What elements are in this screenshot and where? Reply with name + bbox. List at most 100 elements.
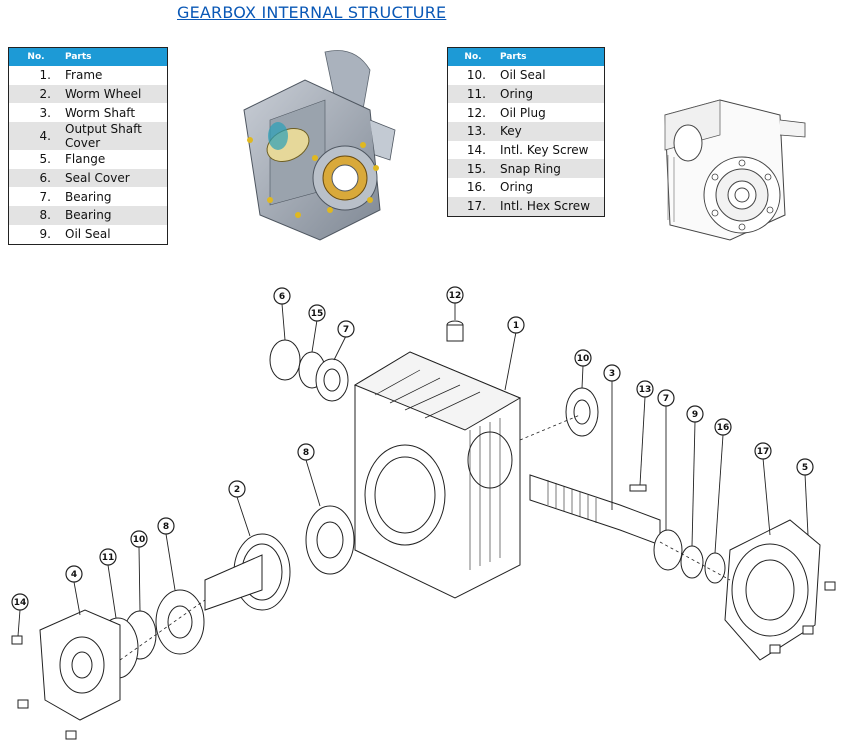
row-no: 12. <box>466 105 486 120</box>
oil-seal-9 <box>680 545 704 579</box>
table-row: 13.Key <box>447 122 605 141</box>
leader-14 <box>17 609 21 637</box>
svg-text:2: 2 <box>234 485 240 495</box>
row-part: Intl. Hex Screw <box>498 196 605 216</box>
callout-6: 6 <box>273 287 291 305</box>
svg-text:11: 11 <box>102 553 115 563</box>
header-no: No. <box>447 47 498 66</box>
row-no: 8. <box>8 206 63 225</box>
seal-cover-6 <box>269 339 301 381</box>
callout-14: 14 <box>11 593 29 611</box>
table-row: 9.Oil Seal <box>9 225 168 244</box>
table-row: 15.Snap Ring <box>447 159 605 179</box>
svg-text:13: 13 <box>639 385 652 395</box>
row-part: Key <box>498 122 605 141</box>
callout-1: 1 <box>507 316 525 334</box>
assembly-axis-right <box>519 414 581 441</box>
row-no: 5. <box>39 152 51 167</box>
row-part: Frame <box>65 68 103 83</box>
leader-10a <box>581 365 584 389</box>
svg-text:8: 8 <box>163 522 169 532</box>
leader-5 <box>804 473 809 536</box>
frame-bore-inner <box>374 456 436 534</box>
table-header-row: No. Parts <box>8 47 168 66</box>
bearing-7-top-inner <box>323 368 341 392</box>
callout-3: 3 <box>603 364 621 382</box>
table-row: 11.Oring <box>447 84 605 104</box>
exploded-view-diagram: 6 15 7 12 1 10 3 13 7 9 16 17 5 8 2 8 10… <box>11 286 836 740</box>
svg-text:5: 5 <box>802 463 808 473</box>
row-no: 2. <box>8 84 63 104</box>
header-parts: Parts <box>498 47 605 66</box>
key-13 <box>629 484 647 492</box>
screw-14-a <box>11 635 23 645</box>
screw-17-b <box>802 625 814 635</box>
row-no: 13. <box>447 122 498 141</box>
callout-8: 8 <box>297 443 315 461</box>
svg-text:10: 10 <box>133 535 146 545</box>
screw-17-a <box>824 581 836 591</box>
table-row: 8.Bearing <box>8 206 168 225</box>
row-part: Output Shaft Cover <box>63 122 168 151</box>
svg-text:4: 4 <box>71 570 77 580</box>
page-title-link[interactable]: GEARBOX INTERNAL STRUCTURE <box>177 3 447 22</box>
leader-8a <box>305 459 321 507</box>
svg-text:14: 14 <box>14 598 27 608</box>
table-row: 10.Oil Seal <box>448 66 605 85</box>
frame-fins-top <box>374 369 481 419</box>
table-row: 3.Worm Shaft <box>9 103 168 122</box>
row-no: 9. <box>39 227 51 242</box>
oil-seal-10-right-inner <box>573 399 591 425</box>
row-part: Oil Seal <box>500 68 546 83</box>
row-no: 16. <box>466 180 486 195</box>
row-part: Oring <box>498 84 605 104</box>
leader-11 <box>107 564 117 619</box>
flange-5-bore <box>745 559 795 621</box>
table-row: 5.Flange <box>9 150 168 169</box>
row-part: Bearing <box>63 206 168 225</box>
leader-4 <box>73 581 81 616</box>
callout-16: 16 <box>714 418 732 436</box>
row-part: Bearing <box>65 189 112 204</box>
row-no: 7. <box>39 189 51 204</box>
leader-6 <box>281 303 286 341</box>
row-part: Oring <box>500 180 533 195</box>
row-part: Snap Ring <box>498 159 605 179</box>
callout-4: 4 <box>65 565 83 583</box>
table-header-row: No. Parts <box>447 47 605 66</box>
row-part: Worm Shaft <box>65 105 136 120</box>
table-row: 16. Oring <box>448 178 605 197</box>
callout-8: 8 <box>157 517 175 535</box>
screw-14-c <box>65 730 77 740</box>
callout-9: 9 <box>686 405 704 423</box>
svg-text:10: 10 <box>577 354 590 364</box>
leader-16 <box>714 434 724 554</box>
cover-4-bore-inner <box>71 651 93 679</box>
assembly-axis-left <box>119 599 206 661</box>
callout-17: 17 <box>754 442 772 460</box>
leader-8b <box>165 533 176 591</box>
row-no: 14. <box>466 143 486 158</box>
row-no: 6. <box>8 168 63 188</box>
callout-2: 2 <box>228 480 246 498</box>
table-row: 14.Intl. Key Screw <box>448 141 605 160</box>
frame-top <box>353 351 522 431</box>
oil-plug-12-body <box>446 324 464 342</box>
gearbox-assembled-sketch <box>664 99 806 241</box>
parts-table-left: No. Parts 1.Frame 2.Worm Wheel 3.Worm Sh… <box>8 47 168 245</box>
header-parts: Parts <box>63 47 168 66</box>
svg-text:17: 17 <box>757 447 770 457</box>
leader-17 <box>762 457 771 536</box>
row-no: 11. <box>447 84 498 104</box>
row-part: Seal Cover <box>63 168 168 188</box>
leader-1 <box>504 331 517 391</box>
leader-10b <box>138 546 141 612</box>
header-no: No. <box>8 47 63 66</box>
leader-7a <box>333 335 347 361</box>
leader-2 <box>236 496 251 537</box>
callout-7: 7 <box>657 389 675 407</box>
table-row: 1.Frame <box>9 66 168 85</box>
svg-text:9: 9 <box>692 410 698 420</box>
table-row: 17.Intl. Hex Screw <box>447 196 605 216</box>
bearing-8-center-inner <box>316 521 344 559</box>
